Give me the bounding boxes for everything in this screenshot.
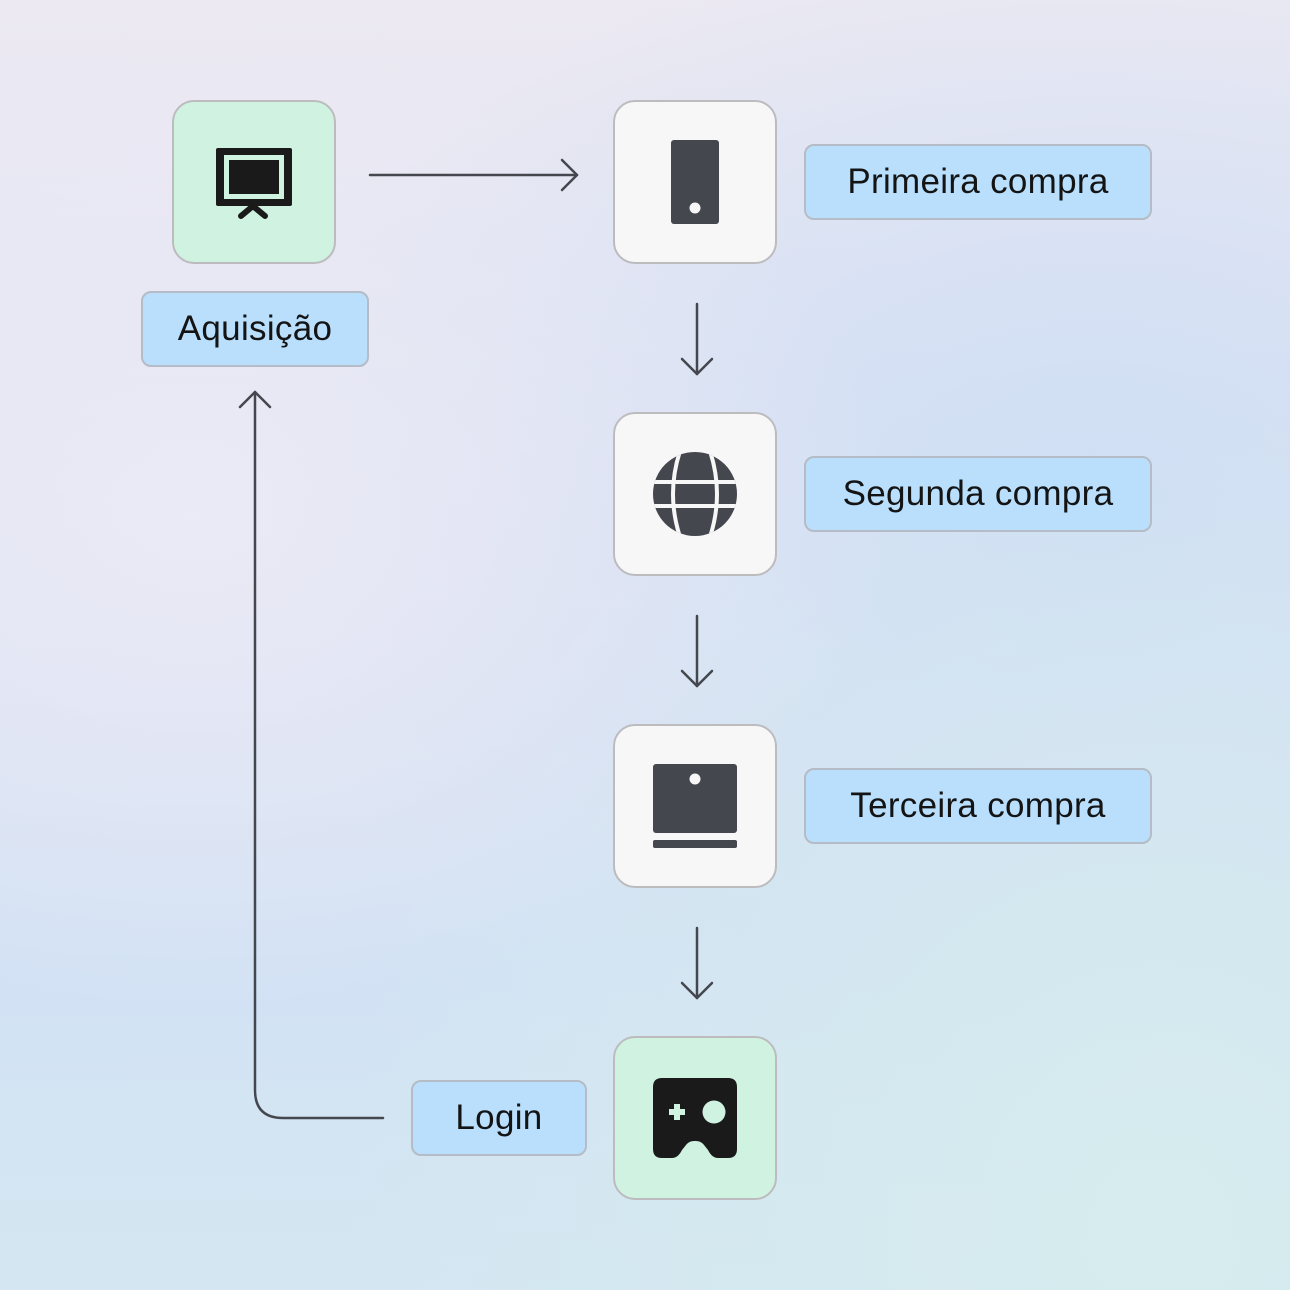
node-third-purchase[interactable] [613,724,777,888]
node-first-purchase[interactable] [613,100,777,264]
globe-icon [653,452,737,536]
label-acquisition: Aquisição [141,291,369,367]
label-third-purchase: Terceira compra [804,768,1152,844]
arrow-login-to-acquisition [238,390,385,1120]
game-controller-icon [653,1078,737,1158]
node-login[interactable] [613,1036,777,1200]
presentation-board-icon [216,148,292,219]
arrow-third-purchase-to-login [680,926,714,1000]
laptop-icon [653,764,737,848]
arrow-acquisition-to-first-purchase [368,158,579,192]
label-login: Login [411,1080,587,1156]
node-second-purchase[interactable] [613,412,777,576]
smartphone-icon [671,140,719,224]
label-first-purchase: Primeira compra [804,144,1152,220]
label-second-purchase: Segunda compra [804,456,1152,532]
arrow-second-to-third-purchase [680,614,714,688]
node-acquisition[interactable] [172,100,336,264]
arrow-first-to-second-purchase [680,302,714,376]
